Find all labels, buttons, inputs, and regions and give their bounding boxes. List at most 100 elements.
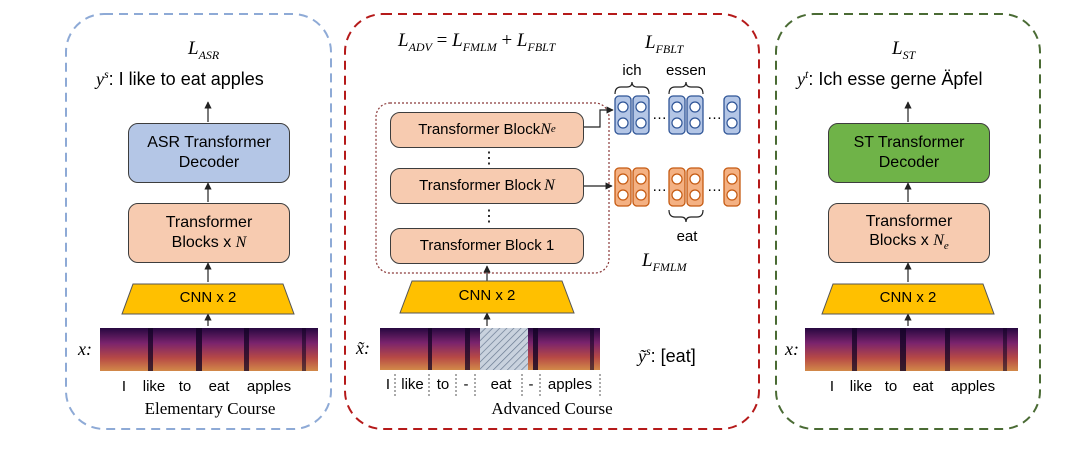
advanced-word-4: -	[463, 376, 469, 393]
elementary-target: ys: I like to eat apples	[96, 67, 264, 90]
asr-decoder-line2: Decoder	[178, 154, 240, 171]
st-cnn-label: CNN x 2	[879, 289, 937, 306]
target-sentence: : I like to eat apples	[108, 69, 264, 89]
st-decoder-line2: Decoder	[878, 154, 940, 171]
elementary-input-symbol: x:	[78, 339, 92, 359]
adv-loss-lhs-sub: ADV	[408, 39, 432, 54]
advanced-cnn-shape	[399, 280, 575, 314]
advanced-word-6: -	[528, 376, 534, 393]
elementary-word-2: like	[142, 378, 166, 395]
st-spectrogram	[805, 328, 1018, 371]
st-panel	[775, 13, 1041, 430]
st-word-4: eat	[912, 378, 934, 395]
fblt-loss-symbol: L	[645, 32, 656, 53]
st-encoder-line1: Transformer	[865, 212, 953, 230]
block-ne-n: N	[540, 121, 551, 139]
st-encoder-line2: Blocks x	[869, 232, 934, 250]
adv-loss-term1: L	[452, 30, 463, 51]
transformer-block-n: Transformer Block N	[390, 168, 584, 204]
st-decoder-line1: ST Transformer	[853, 134, 965, 152]
advanced-input-symbol: x̃:	[356, 338, 370, 358]
target-symbol: y	[96, 69, 104, 89]
fmlm-loss-symbol: L	[642, 250, 653, 271]
st-loss-symbol: L	[892, 38, 903, 59]
st-word-1: I	[829, 378, 835, 395]
fmlm-ellipsis-1: …	[652, 178, 667, 195]
st-word-5: apples	[950, 378, 996, 395]
st-word-3: to	[884, 378, 898, 395]
encoder-line1: Transformer	[165, 214, 253, 232]
block-ne-text: Transformer Block	[418, 120, 541, 138]
elementary-loss: LASR	[188, 38, 219, 63]
masked-label-text: : [eat]	[650, 346, 696, 366]
advanced-panel	[344, 13, 760, 430]
st-encoder-n-sub: e	[943, 240, 949, 253]
advanced-word-1: I	[385, 376, 391, 393]
asr-decoder-line1: ASR Transformer	[147, 134, 271, 152]
fblt-word-essen: essen	[665, 62, 707, 79]
st-target-symbol: y	[797, 69, 805, 89]
st-word-2: like	[849, 378, 873, 395]
fmlm-word-eat: eat	[676, 228, 698, 245]
fmlm-token-circles	[617, 173, 738, 201]
encoder-n: N	[235, 234, 247, 251]
elementary-cnn-label: CNN x 2	[179, 289, 237, 306]
st-encoder-n: N	[933, 232, 944, 250]
dots-lower: ⋮	[481, 208, 497, 225]
st-loss: LST	[892, 38, 915, 63]
fblt-ellipsis-2: …	[707, 106, 722, 123]
advanced-word-7: apples	[547, 376, 593, 393]
fblt-loss-sub: FBLT	[655, 41, 684, 56]
fblt-loss: LFBLT	[645, 32, 683, 57]
fblt-braces	[614, 81, 704, 95]
encoder-line2: Blocks x	[171, 234, 236, 251]
fblt-token-circles	[617, 101, 738, 129]
elementary-word-5: apples	[246, 378, 292, 395]
block-n-n: N	[544, 177, 555, 195]
st-target-sentence: : Ich esse gerne Äpfel	[808, 69, 983, 89]
advanced-arrows	[483, 106, 614, 326]
adv-loss-equals: =	[431, 30, 453, 51]
fmlm-ellipsis-2: …	[707, 178, 722, 195]
dots-upper: ⋮	[481, 150, 497, 167]
adv-loss-equation: LADV = LFMLM + LFBLT	[398, 30, 555, 55]
elementary-word-1: I	[121, 378, 127, 395]
st-target: yt: Ich esse gerne Äpfel	[797, 67, 982, 90]
fmlm-loss: LFMLM	[642, 250, 687, 275]
elementary-word-3: to	[178, 378, 192, 395]
adv-loss-term2: L	[516, 30, 528, 51]
advanced-word-3: to	[436, 376, 450, 393]
loss-subscript: ASR	[198, 47, 220, 62]
advanced-spectrogram	[380, 328, 600, 370]
masked-label-symbol: ỹ	[638, 346, 646, 366]
st-input-symbol: x:	[785, 339, 799, 359]
adv-loss-term1-sub: FMLM	[462, 39, 497, 54]
advanced-word-2: like	[401, 376, 424, 393]
block-ne-sub: e	[550, 123, 556, 136]
elementary-panel	[65, 13, 332, 430]
st-cnn-shape	[821, 283, 995, 315]
fblt-ellipsis-1: …	[652, 106, 667, 123]
adv-loss-plus: +	[496, 30, 517, 51]
elementary-cnn-shape	[121, 283, 295, 315]
block-1-text: Transformer Block 1	[419, 236, 555, 254]
advanced-cnn-label: CNN x 2	[458, 287, 516, 304]
adv-loss-term2-sub: FBLT	[527, 39, 556, 54]
fmlm-loss-sub: FMLM	[652, 259, 687, 274]
elementary-spectrogram	[100, 328, 318, 371]
fmlm-brace	[668, 209, 704, 223]
target-superscript: s	[104, 67, 109, 81]
loss-symbol: L	[188, 38, 199, 59]
elementary-word-4: eat	[208, 378, 230, 395]
elementary-course-label: Elementary Course	[144, 399, 276, 418]
advanced-word-5: eat	[490, 376, 512, 393]
block-n-text: Transformer Block	[419, 176, 542, 194]
advanced-course-label: Advanced Course	[491, 399, 613, 418]
transformer-block-1: Transformer Block 1	[390, 228, 584, 264]
